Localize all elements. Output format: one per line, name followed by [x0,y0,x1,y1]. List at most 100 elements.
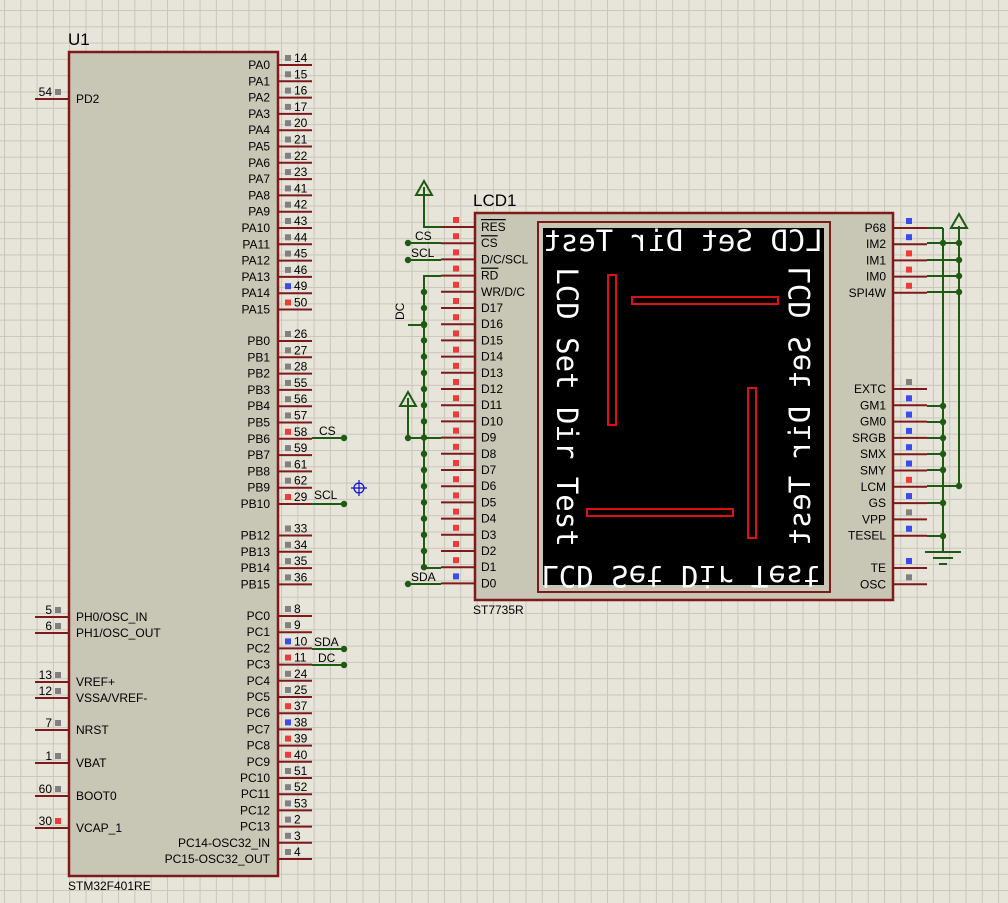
lcd-left-pins[interactable]: RESCSD/C/SCLRDWR/D/CD17D16D15D14D13D12D1… [441,217,529,590]
lcd-lcd1[interactable]: LCD1 ST7735R LCD Set Dir Test LCD Set Di… [473,191,895,617]
lcd-right-pins[interactable]: P68IM2IM1IM0SPI4WEXTCGM1GM0SRGBSMXSMYLCM… [848,218,927,591]
lcd-pin-d11[interactable]: D11 [441,395,502,412]
lcd-pin-d0[interactable]: D0 [441,573,497,590]
lcd-pin-srgb[interactable]: SRGB [852,427,927,445]
lcd-pin-tesel[interactable]: TESEL [848,525,927,543]
wire-gnd-pins[interactable] [927,405,943,537]
lcd-pin-d1[interactable]: D1 [441,557,497,574]
lcd-pin-cs[interactable]: CS [441,233,498,250]
lcd-pin-p68[interactable]: P68 [865,218,927,235]
lcd-pin-lcm[interactable]: LCM [861,476,927,494]
lcd-pin-res[interactable]: RES [441,217,506,234]
lcd-pin-gm0[interactable]: GM0 [860,411,927,429]
lcd-pin-d14[interactable]: D14 [441,346,503,364]
lcd-pin-vpp[interactable]: VPP [862,509,927,526]
lcd-pin-d12[interactable]: D12 [441,379,503,396]
mcu-u1[interactable]: U1 STM32F401RE [67,30,280,893]
lcd-pin-gm1[interactable]: GM1 [860,395,927,412]
lcd-pin-wr-d-c[interactable]: WR/D/C [441,281,525,299]
lcd-pin-d6[interactable]: D6 [441,476,497,493]
mcu-body[interactable] [67,50,280,878]
lcd-pin-d-c-scl[interactable]: D/C/SCL [441,249,529,266]
lcd-pin-d7[interactable]: D7 [441,460,497,477]
lcd-pin-extc[interactable]: EXTC [854,379,927,396]
lcd-pin-smy[interactable]: SMY [860,460,927,478]
mcu-right-pins[interactable]: 14PA015PA116PA217PA320PA421PA522PA623PA7… [165,51,312,866]
lcd-pin-osc[interactable]: OSC [860,574,927,591]
lcd-pin-d9[interactable]: D9 [441,427,497,445]
lcd-pin-d5[interactable]: D5 [441,492,497,509]
lcd-pin-d2[interactable]: D2 [441,541,497,558]
lcd-pin-d10[interactable]: D10 [441,411,503,428]
lcd-pin-smx[interactable]: SMX [860,444,927,461]
lcd-pin-d17[interactable]: D17 [441,298,503,315]
lcd-pin-im2[interactable]: IM2 [866,234,927,251]
lcd-pin-d13[interactable]: D13 [441,362,503,380]
lcd-pin-d15[interactable]: D15 [441,330,503,347]
lcd-pin-gs[interactable]: GS [869,493,927,510]
lcd-pin-d16[interactable]: D16 [441,314,503,331]
lcd-pin-im1[interactable]: IM1 [866,250,927,267]
lcd-pin-d8[interactable]: D8 [441,443,497,461]
lcd-pin-rd[interactable]: RD [441,265,499,283]
lcd-pin-d4[interactable]: D4 [441,508,497,526]
wire-res-power[interactable] [423,187,441,228]
lcd-pin-te[interactable]: TE [871,558,927,575]
